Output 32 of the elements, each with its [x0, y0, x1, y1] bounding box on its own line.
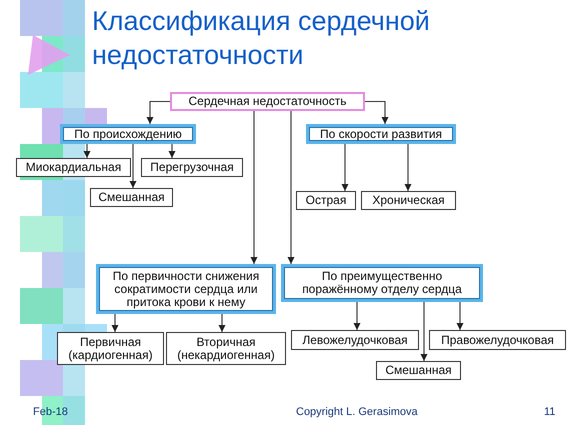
arrow	[288, 110, 294, 264]
arrow	[112, 314, 118, 332]
arrow	[420, 302, 428, 362]
classification-box: По первичности снижения сократимости сердца или притока крови к нему	[96, 264, 276, 314]
arrow	[456, 302, 464, 330]
classification-box: По преимущественно поражённому отделу сердца	[281, 264, 483, 302]
category-box: Смешанная	[90, 188, 173, 207]
arrow	[218, 314, 226, 332]
category-box: Острая	[296, 191, 356, 210]
arrow	[130, 144, 136, 188]
page-number: 11	[544, 405, 556, 420]
category-box: Хроническая	[361, 191, 456, 210]
category-box: Первичная (кардиогенная)	[57, 332, 164, 365]
arrow	[354, 302, 360, 330]
title: Классификация сердечной недостаточности	[92, 5, 431, 72]
classification-box: По скорости развития	[306, 124, 456, 144]
category-box: Перегрузочная	[141, 158, 243, 177]
arrow	[168, 144, 176, 158]
category-box: Миокардиальная	[16, 158, 131, 177]
classification-box: Сердечная недостаточность	[170, 92, 365, 111]
category-box: Вторичная (некардиогенная)	[166, 332, 286, 365]
category-box: Смешанная	[376, 361, 461, 380]
category-box: Правожелудочковая	[429, 330, 566, 350]
classification-box: По происхождению	[60, 124, 196, 144]
arrow	[250, 110, 258, 264]
arrow	[146, 101, 170, 124]
copyright-label: Copyright L. Gerasimova	[296, 405, 418, 420]
arrow	[342, 144, 348, 192]
category-box: Левожелудочковая	[291, 330, 419, 350]
arrow	[404, 144, 412, 192]
arrow	[84, 144, 90, 158]
arrow	[364, 101, 388, 124]
